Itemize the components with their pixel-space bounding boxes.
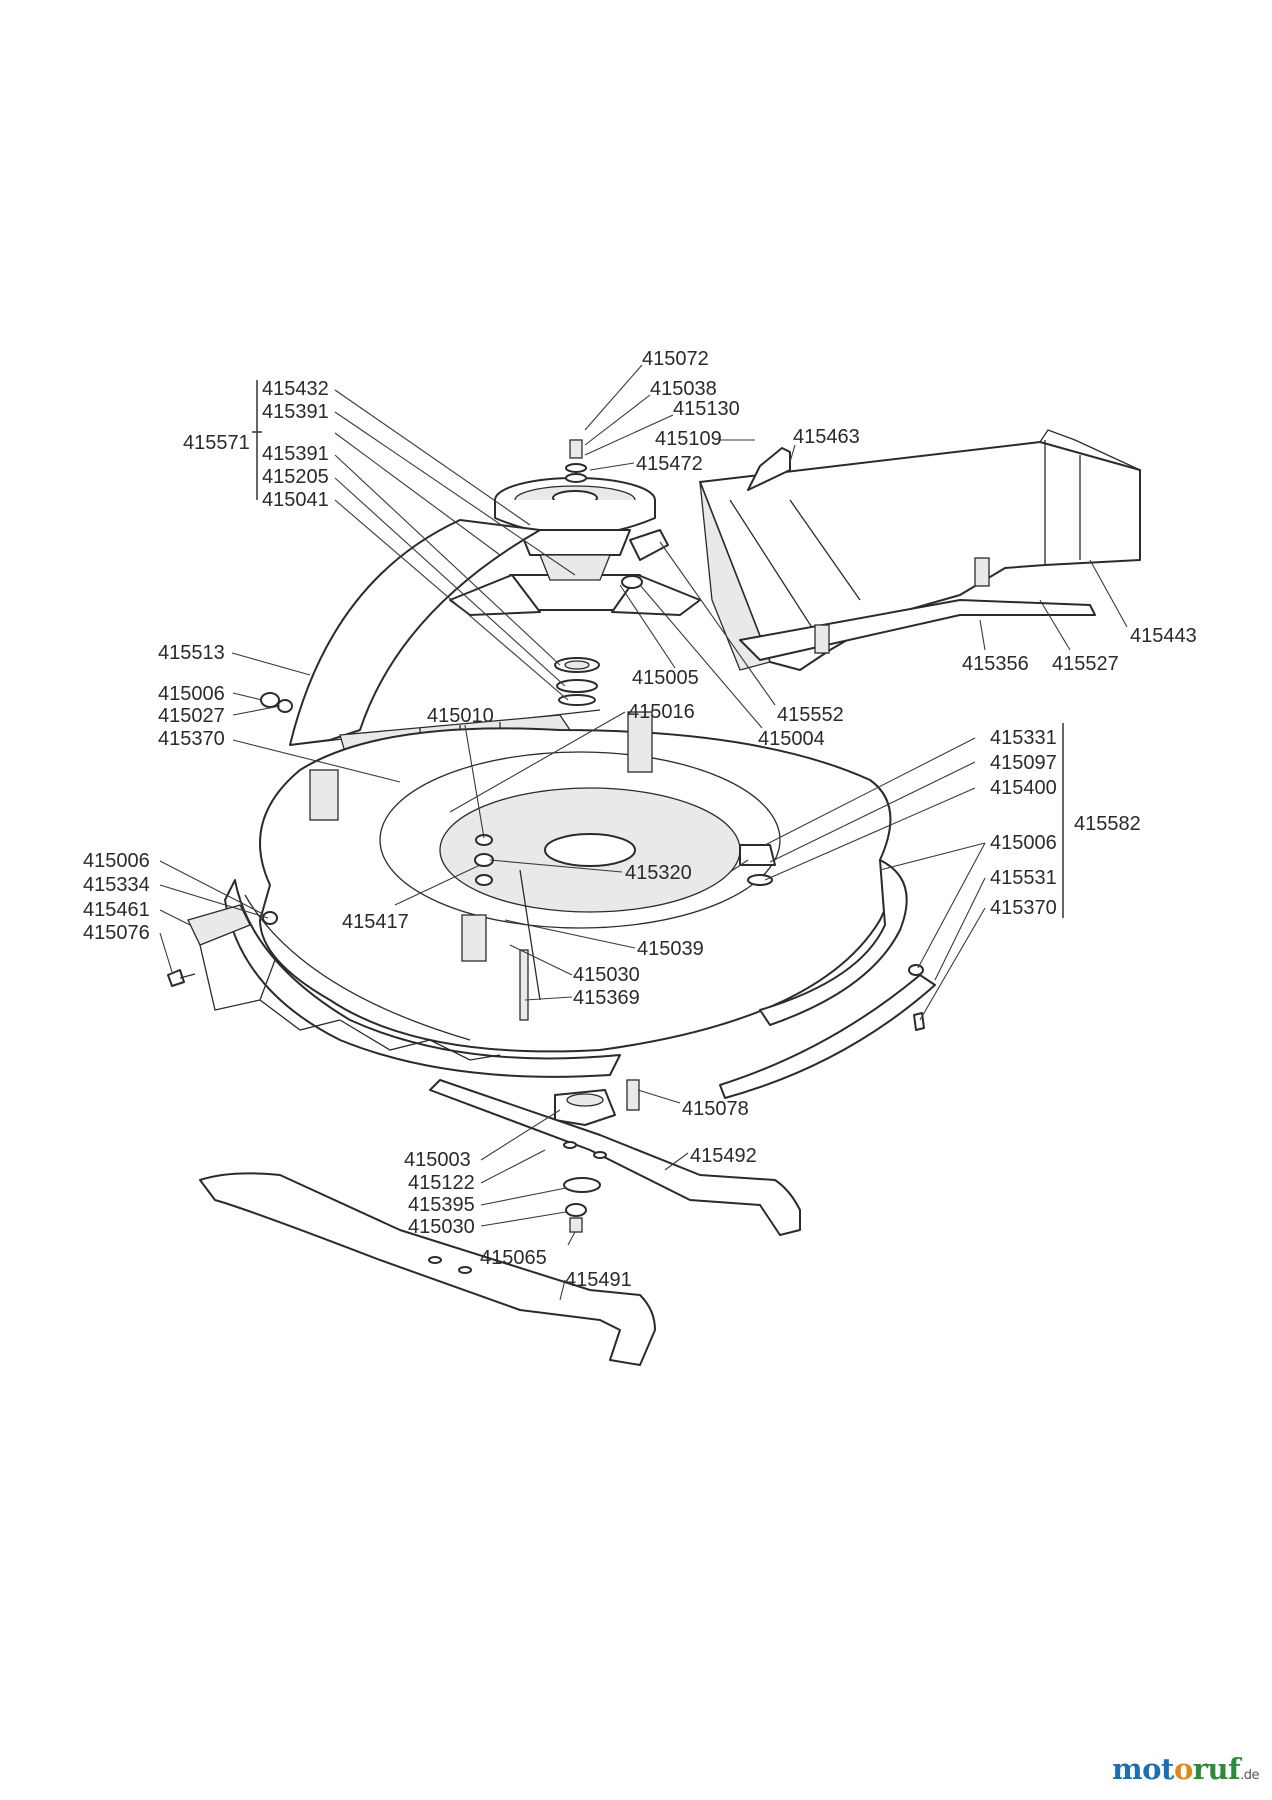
label-415003: 415003	[404, 1149, 471, 1171]
label-415531: 415531	[990, 867, 1057, 889]
part-labels: 415072 415038 415130 415109 415463 41547…	[83, 348, 1197, 1291]
label-415356: 415356	[962, 653, 1029, 675]
label-415130: 415130	[673, 398, 740, 420]
label-415005: 415005	[632, 667, 699, 689]
label-415076: 415076	[83, 922, 150, 944]
label-415552: 415552	[777, 704, 844, 726]
label-415513: 415513	[158, 642, 225, 664]
label-415571: 415571	[183, 432, 250, 454]
label-415122: 415122	[408, 1172, 475, 1194]
label-415030-a: 415030	[573, 964, 640, 986]
label-415010: 415010	[427, 705, 494, 727]
label-415369: 415369	[573, 987, 640, 1009]
logo-part-1: mot	[1112, 1752, 1174, 1786]
grass-chute-drawing	[699, 429, 1141, 671]
label-415038: 415038	[650, 378, 717, 400]
label-415039: 415039	[637, 938, 704, 960]
label-415400: 415400	[990, 777, 1057, 799]
motoruf-logo: motoruf.de	[1112, 1752, 1260, 1786]
label-415391-a: 415391	[262, 401, 329, 423]
label-415016: 415016	[628, 701, 695, 723]
label-415492: 415492	[690, 1145, 757, 1167]
logo-tld: .de	[1240, 1768, 1260, 1783]
label-415030-b: 415030	[408, 1216, 475, 1238]
label-415027: 415027	[158, 705, 225, 727]
label-415041: 415041	[262, 489, 329, 511]
label-415582: 415582	[1074, 813, 1141, 835]
label-415463: 415463	[793, 426, 860, 448]
spindle-pulley-drawing	[449, 439, 701, 706]
label-415370-b: 415370	[990, 897, 1057, 919]
label-415443: 415443	[1130, 625, 1197, 647]
label-415461: 415461	[83, 899, 150, 921]
mower-deck-drawing	[167, 711, 908, 1078]
label-415432: 415432	[262, 378, 329, 400]
label-415097: 415097	[990, 752, 1057, 774]
label-415065: 415065	[480, 1247, 547, 1269]
label-415395: 415395	[408, 1194, 475, 1216]
leader-lines	[159, 364, 1128, 1301]
label-415320: 415320	[625, 862, 692, 884]
label-415331: 415331	[990, 727, 1057, 749]
label-415370-a: 415370	[158, 728, 225, 750]
label-415334: 415334	[83, 874, 150, 896]
label-415472: 415472	[636, 453, 703, 475]
label-415006-a: 415006	[158, 683, 225, 705]
label-415006-b: 415006	[990, 832, 1057, 854]
label-415491: 415491	[565, 1269, 632, 1291]
label-415391-b: 415391	[262, 443, 329, 465]
side-rail-drawing	[719, 964, 936, 1099]
label-415072: 415072	[642, 348, 709, 370]
logo-part-3: ruf	[1192, 1752, 1241, 1786]
label-415109: 415109	[655, 428, 722, 450]
label-415205: 415205	[262, 466, 329, 488]
label-415004: 415004	[758, 728, 825, 750]
logo-part-2: o	[1173, 1752, 1193, 1786]
label-415006-c: 415006	[83, 850, 150, 872]
label-415078: 415078	[682, 1098, 749, 1120]
blade-assembly-drawing	[199, 1079, 801, 1366]
label-415527: 415527	[1052, 653, 1119, 675]
label-415417: 415417	[342, 911, 409, 933]
